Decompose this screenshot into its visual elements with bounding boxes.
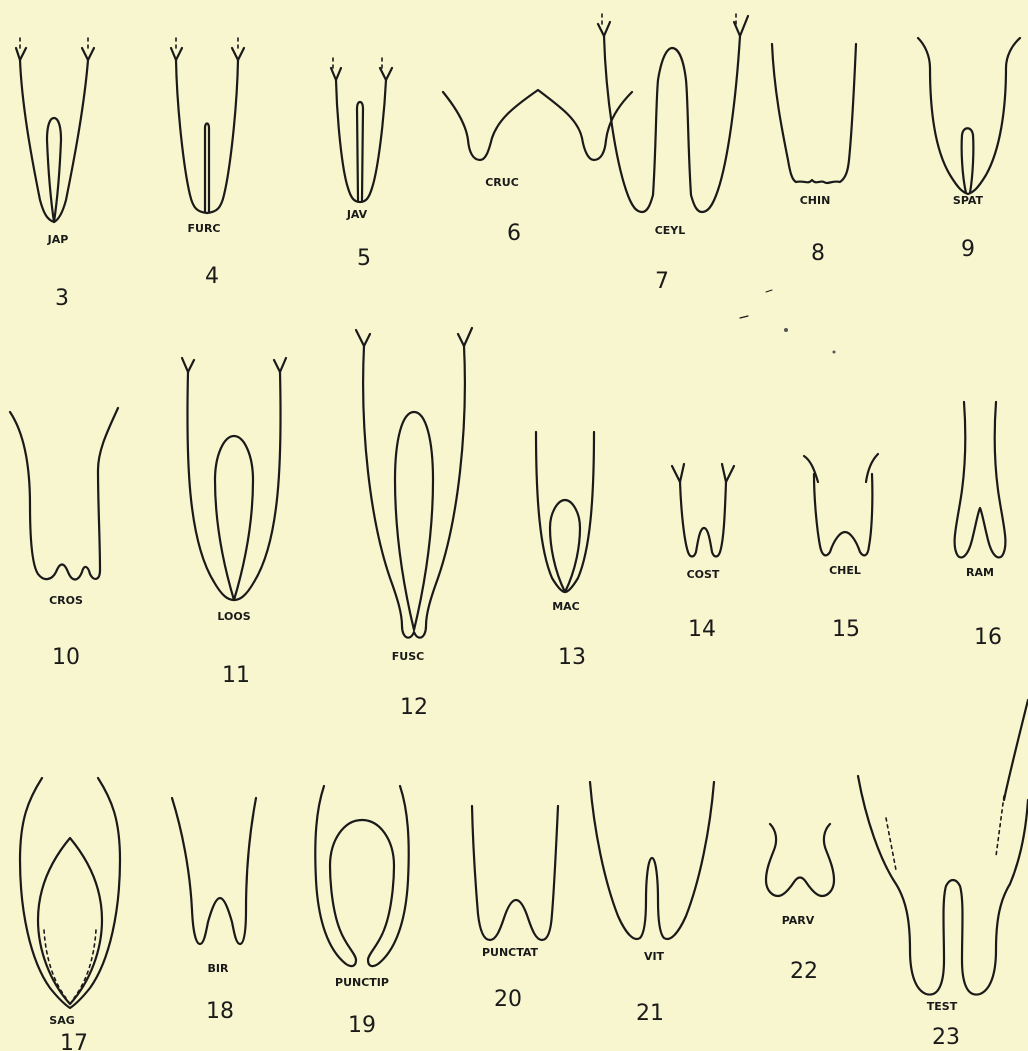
figure-punctip: PUNCTIP 19: [315, 786, 408, 1038]
figure-number: 16: [974, 625, 1002, 650]
figure-furc: FURC 4: [171, 38, 244, 289]
figure-abbr: CEYL: [655, 224, 686, 237]
figure-abbr: SPAT: [953, 194, 984, 207]
paper-specks: [740, 290, 836, 354]
figure-sag: SAG 17: [20, 778, 120, 1051]
figure-abbr: TEST: [927, 1000, 958, 1013]
figure-cros: CROS 10: [10, 408, 118, 670]
figure-number: 13: [558, 645, 586, 670]
figure-number: 14: [688, 617, 716, 642]
figure-fusc: FUSC 12: [356, 328, 472, 720]
figure-number: 11: [222, 663, 250, 688]
figure-parv: PARV 22: [766, 824, 834, 984]
figure-abbr: PUNCTIP: [335, 976, 389, 989]
figure-mac: MAC 13: [536, 432, 594, 670]
figure-abbr: PUNCTAT: [482, 946, 539, 959]
figure-ram: RAM 16: [955, 402, 1006, 650]
figure-ceyl: CEYL 7: [598, 12, 748, 294]
figure-number: 22: [790, 959, 818, 984]
figure-abbr: LOOS: [217, 610, 250, 623]
figure-jap: JAP 3: [16, 38, 94, 311]
figure-number: 18: [206, 999, 234, 1024]
figure-number: 5: [357, 246, 371, 271]
figure-number: 6: [507, 221, 521, 246]
figure-number: 15: [832, 617, 860, 642]
figure-number: 9: [961, 237, 975, 262]
figure-chel: CHEL 15: [804, 454, 878, 642]
figure-number: 10: [52, 645, 80, 670]
figure-number: 12: [400, 695, 428, 720]
figure-abbr: RAM: [966, 566, 994, 579]
figure-number: 8: [811, 241, 825, 266]
figure-vit: VIT 21: [590, 782, 714, 1026]
figure-abbr: VIT: [644, 950, 665, 963]
figure-number: 23: [932, 1025, 960, 1050]
figure-number: 7: [655, 269, 669, 294]
figure-abbr: FURC: [188, 222, 221, 235]
figure-abbr: COST: [687, 568, 720, 581]
figure-abbr: JAP: [47, 233, 69, 246]
figure-spat: SPAT 9: [918, 38, 1020, 262]
figure-abbr: CHEL: [829, 564, 861, 577]
figure-abbr: PARV: [782, 914, 815, 927]
figure-cost: COST 14: [672, 464, 734, 642]
figure-number: 4: [205, 264, 219, 289]
figure-number: 21: [636, 1001, 664, 1026]
figure-abbr: SAG: [49, 1014, 74, 1027]
figure-test: TEST 23: [858, 700, 1028, 1050]
figure-number: 19: [348, 1013, 376, 1038]
figure-abbr: CROS: [49, 594, 83, 607]
figure-abbr: CRUC: [485, 176, 519, 189]
figure-chin: CHIN 8: [772, 44, 856, 266]
figure-abbr: BIR: [208, 962, 229, 975]
figure-abbr: MAC: [552, 600, 580, 613]
figure-number: 3: [55, 286, 69, 311]
figure-jav: JAV 5: [331, 56, 392, 271]
figure-cruc: CRUC 6: [443, 90, 632, 246]
figure-number: 17: [60, 1031, 88, 1051]
figure-number: 20: [494, 987, 522, 1012]
figure-punctat: PUNCTAT 20: [472, 806, 558, 1012]
figure-abbr: CHIN: [800, 194, 831, 207]
figure-bir: BIR 18: [172, 798, 256, 1024]
figure-abbr: JAV: [346, 208, 368, 221]
figure-abbr: FUSC: [392, 650, 424, 663]
figure-loos: LOOS 11: [182, 358, 286, 688]
